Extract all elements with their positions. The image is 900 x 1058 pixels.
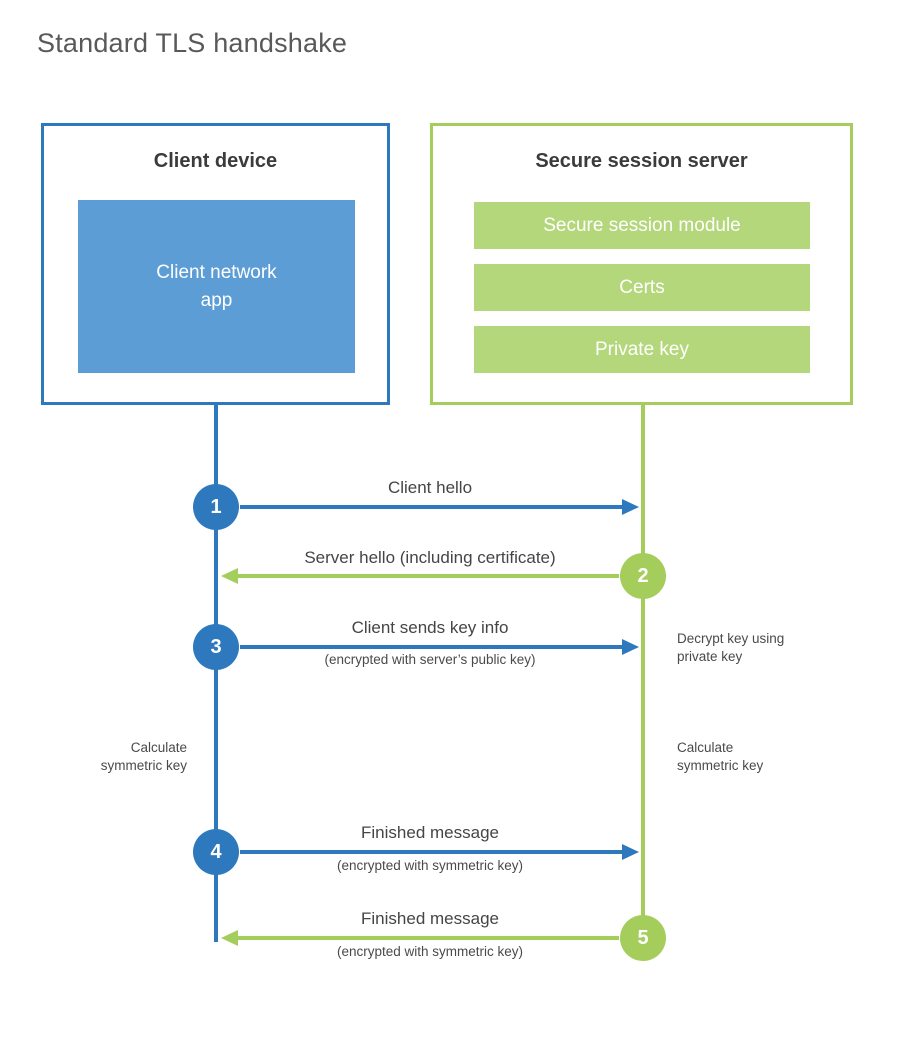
- decrypt-key-note: Decrypt key using private key: [677, 631, 785, 664]
- step3-label: Client sends key info: [351, 618, 509, 637]
- step2-arrow: [237, 574, 619, 578]
- step1-arrow: [240, 505, 623, 509]
- step2-circle: 2: [620, 553, 666, 599]
- step5-circle: 5: [620, 915, 666, 961]
- step2-label: Server hello (including certificate): [304, 548, 556, 567]
- step3-arrowhead-icon: [622, 639, 639, 655]
- server-module-secure-session: Secure session module: [474, 202, 810, 249]
- client-lifeline: [214, 405, 218, 942]
- calc-symmetric-key-client-note: Calculate symmetric key: [100, 740, 187, 773]
- server-title: Secure session server: [535, 150, 748, 172]
- step4-sublabel: (encrypted with symmetric key): [336, 858, 524, 873]
- step3-circle: 3: [193, 624, 239, 670]
- step3-arrow: [240, 645, 623, 649]
- server-lifeline: [641, 405, 645, 939]
- page-title: Standard TLS handshake: [37, 28, 348, 58]
- client-device-title: Client device: [153, 150, 278, 172]
- step4-circle: 4: [193, 829, 239, 875]
- calc-symmetric-key-server-note: Calculate symmetric key: [677, 740, 764, 773]
- step5-label: Finished message: [361, 909, 499, 928]
- server-module-certs: Certs: [474, 264, 810, 311]
- step2-arrowhead-icon: [221, 568, 238, 584]
- step1-arrowhead-icon: [622, 499, 639, 515]
- step4-arrow: [240, 850, 623, 854]
- step3-sublabel: (encrypted with server’s public key): [324, 652, 536, 667]
- step4-arrowhead-icon: [622, 844, 639, 860]
- step1-circle: 1: [193, 484, 239, 530]
- server-module-private-key: Private key: [474, 326, 810, 373]
- step1-label: Client hello: [387, 478, 473, 497]
- step5-sublabel: (encrypted with symmetric key): [336, 944, 524, 959]
- step5-arrowhead-icon: [221, 930, 238, 946]
- step5-arrow: [237, 936, 619, 940]
- step4-label: Finished message: [361, 823, 499, 842]
- client-network-app-block: Client network app: [78, 200, 355, 373]
